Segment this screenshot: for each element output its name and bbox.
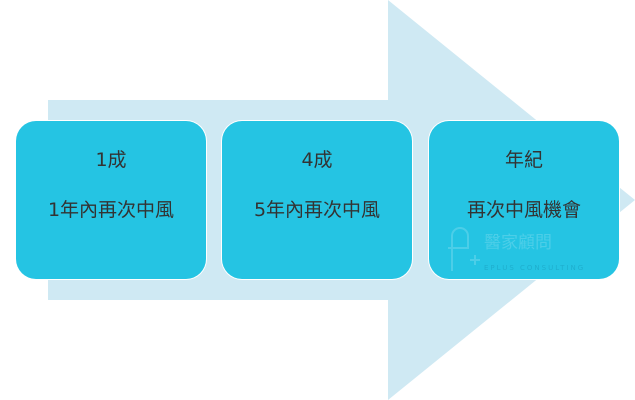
box-1-title: 1成	[95, 149, 127, 171]
box-3: 年紀 再次中風機會	[429, 121, 619, 279]
box-3-title: 年紀	[504, 149, 543, 171]
box-1: 1成 1年內再次中風	[16, 121, 206, 279]
box-2-title: 4成	[301, 149, 333, 171]
box-2-text: 5年內再次中風	[253, 199, 381, 221]
box-2: 4成 5年內再次中風	[222, 121, 412, 279]
box-1-text: 1年內再次中風	[47, 199, 175, 221]
box-3-text: 再次中風機會	[466, 199, 581, 221]
